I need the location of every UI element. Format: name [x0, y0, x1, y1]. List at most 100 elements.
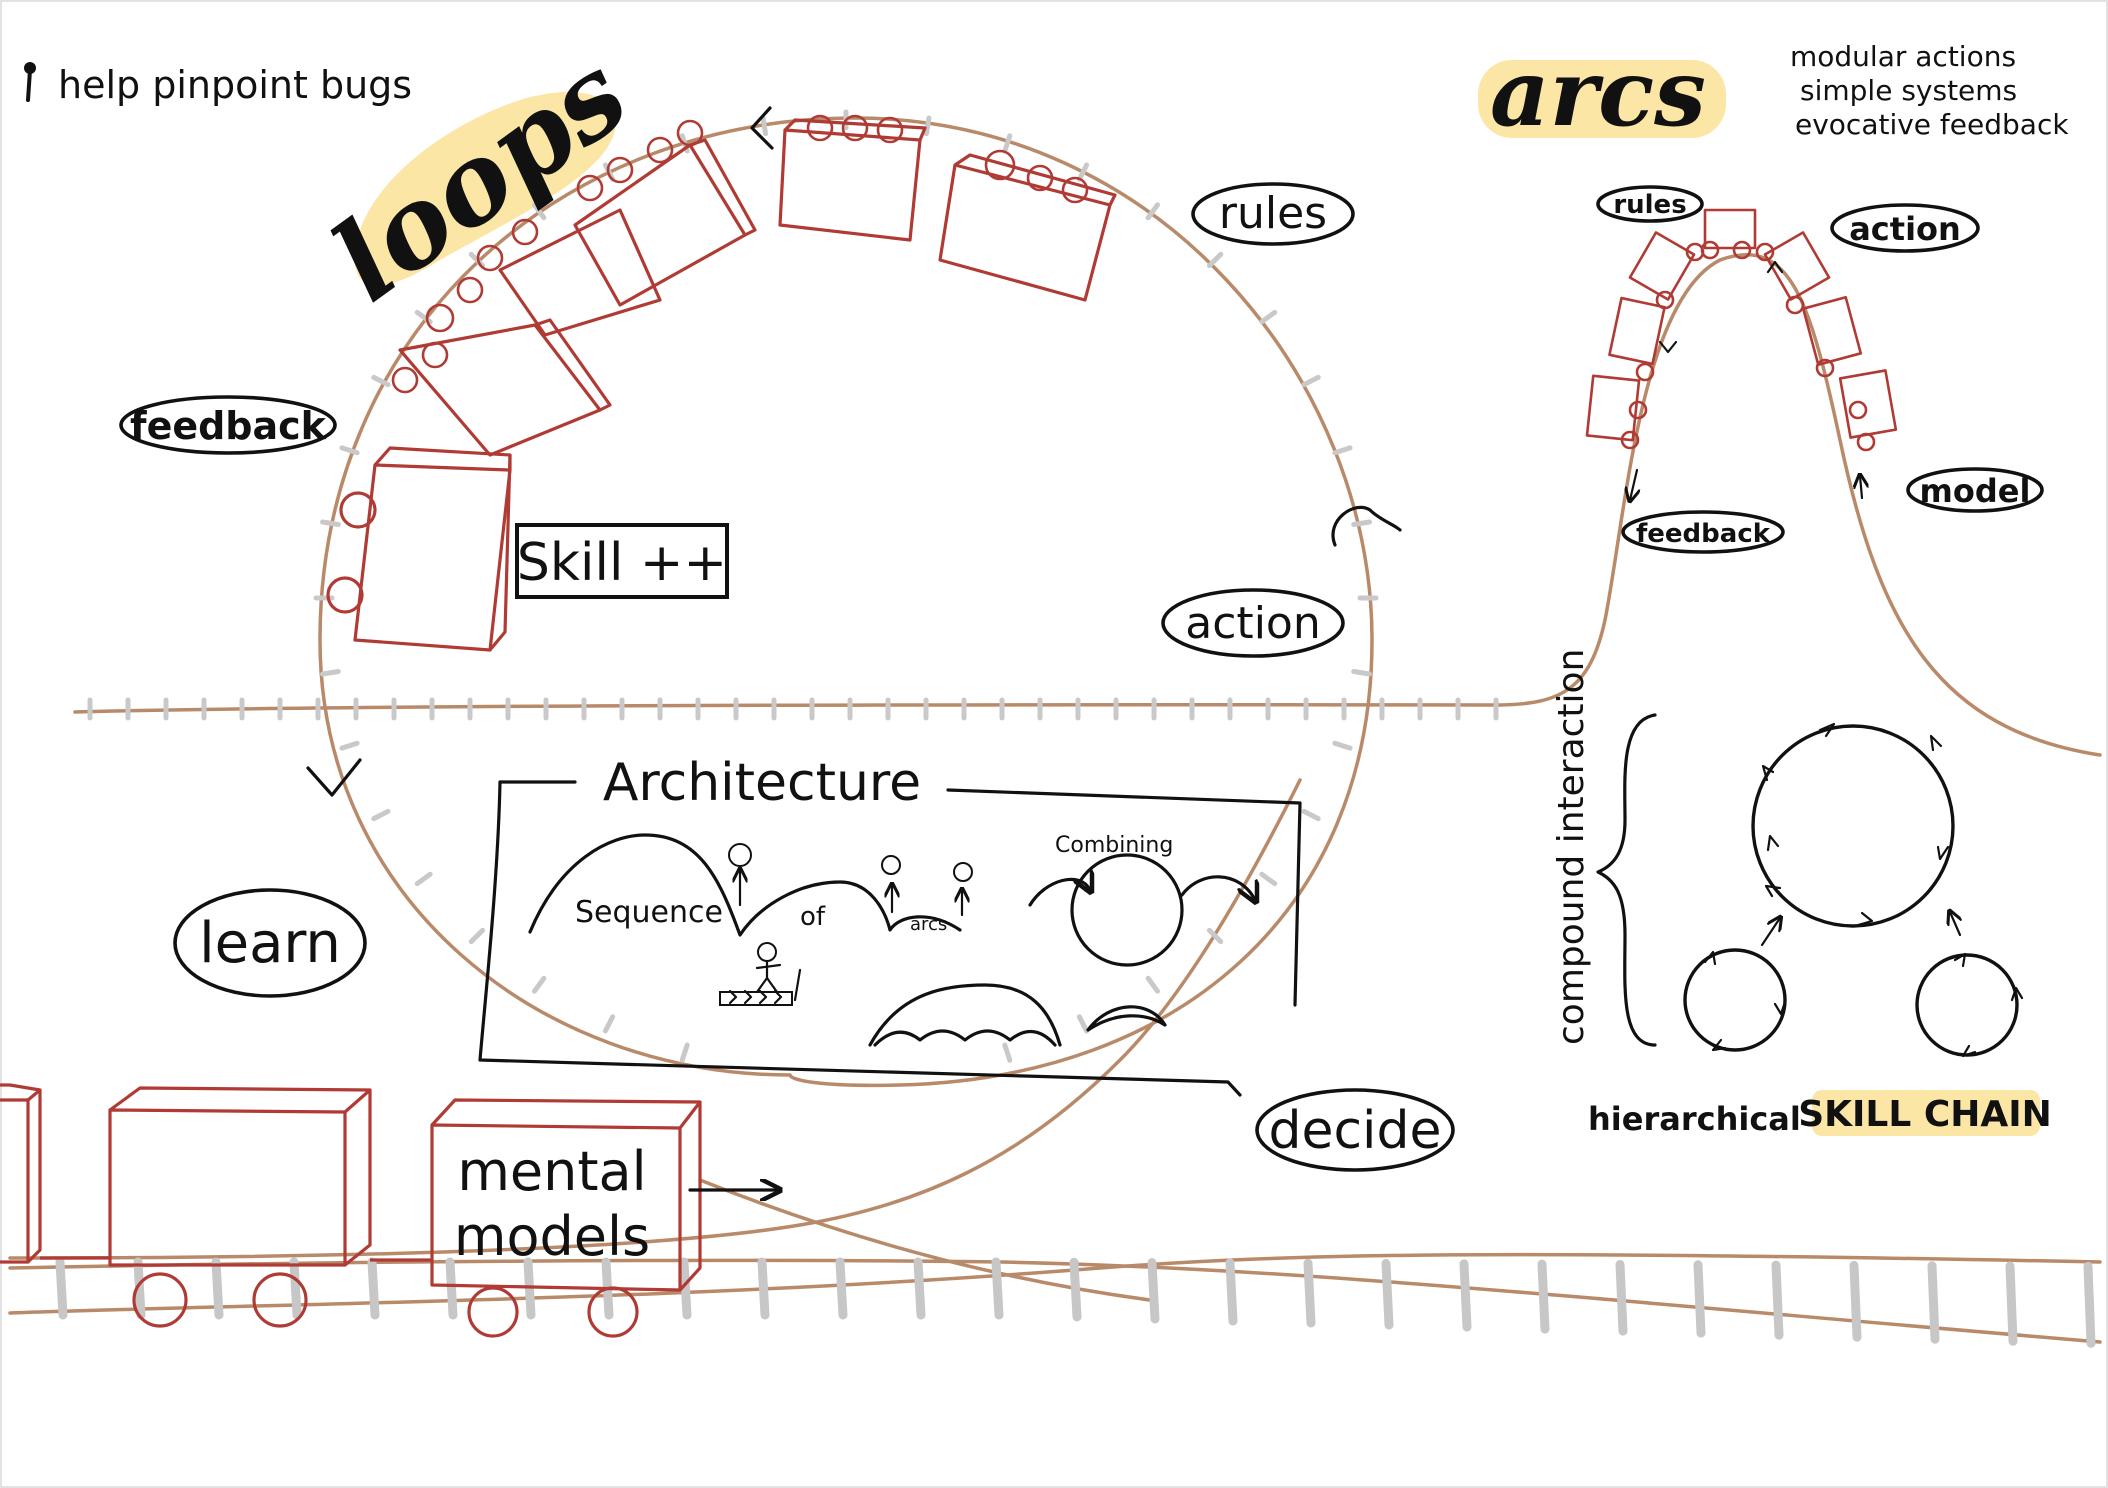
middle-track: [73, 253, 2102, 757]
label-learn: learn: [173, 888, 367, 998]
rail-tie: [923, 115, 932, 137]
rail-tie: [1145, 202, 1161, 221]
rail-tie: [1351, 669, 1372, 677]
arc-arrow-right-icon: [1766, 260, 1784, 274]
lower-rail-b: [8, 1258, 2102, 1344]
models-text: models: [454, 1205, 650, 1268]
svg-text:decide: decide: [1268, 1101, 1441, 1161]
rail-tie: [1615, 1259, 1628, 1336]
pin-icon: [24, 62, 36, 102]
rail-tie: [1351, 519, 1372, 527]
loop-train: [326, 114, 1117, 652]
rail-tie: [371, 374, 391, 388]
hierarchical-text: hierarchical: [1588, 1100, 1801, 1138]
arc-arrow-left-icon: [1658, 340, 1678, 354]
rail-tie: [1301, 808, 1321, 822]
rail-tie: [468, 927, 486, 945]
rail-tie: [339, 445, 360, 456]
smiley-icon: [728, 843, 973, 882]
rail-tie: [211, 1257, 224, 1320]
note-text: help pinpoint bugs: [58, 63, 412, 107]
rail-tie: [367, 1257, 380, 1320]
skill-chain-title: SKILL CHAIN: [1798, 1094, 2052, 1135]
rail-tie: [1076, 162, 1090, 182]
rail-tie: [760, 115, 769, 137]
rail-tie: [913, 1257, 926, 1320]
svg-text:action: action: [1849, 210, 1961, 248]
arcs-small-text: arcs: [910, 914, 947, 935]
rail-tie: [445, 1257, 458, 1320]
arcs-highlight: [1478, 60, 1726, 138]
middle-track-ties: [87, 697, 1499, 721]
rail-tie: [602, 1014, 616, 1034]
arc-label-model: model: [1906, 467, 2044, 513]
svg-text:rules: rules: [1219, 188, 1327, 239]
svg-text:action: action: [1185, 598, 1320, 649]
rail-tie: [1002, 1042, 1013, 1063]
svg-text:Skill ++: Skill ++: [517, 533, 727, 593]
label-feedback: feedback: [119, 395, 337, 455]
sequence-text: Sequence: [575, 895, 723, 930]
rail-tie: [1069, 1257, 1082, 1322]
rail-tie: [414, 871, 433, 887]
rail-tie: [339, 740, 360, 751]
arcs-note-2: simple systems: [1800, 74, 2017, 107]
rail-tie: [679, 1042, 690, 1063]
rail-tie: [289, 1257, 302, 1320]
svg-text:learn: learn: [199, 911, 341, 976]
rail-tie: [679, 1257, 692, 1320]
rail-tie: [320, 519, 341, 527]
rail-tie: [1259, 871, 1278, 887]
loop-arrow-right: [1331, 505, 1402, 547]
rail-tie: [835, 1257, 848, 1320]
stick-figure-icon: [719, 942, 802, 1006]
svg-text:rules: rules: [1613, 190, 1686, 220]
rail-tie: [1076, 1014, 1090, 1034]
label-decide: decide: [1255, 1088, 1455, 1172]
svg-text:feedback: feedback: [130, 404, 327, 448]
skill-chain-diagram: [1683, 722, 2024, 1058]
bottom-train: mental models: [0, 1083, 778, 1338]
label-action: action: [1161, 588, 1345, 658]
lower-rail-top: [8, 778, 1302, 1260]
lower-rail-ties: [55, 1257, 2096, 1348]
rail-tie: [1381, 1259, 1394, 1330]
rail-tie: [320, 669, 341, 677]
label-rules: rules: [1191, 182, 1355, 246]
rail-tie: [1332, 740, 1353, 751]
rail-tie: [1206, 251, 1224, 269]
rail-tie: [757, 1257, 770, 1320]
rail-tie: [1147, 1258, 1160, 1324]
rail-tie: [531, 975, 547, 994]
rail-tie: [991, 1257, 1004, 1320]
rail-tie: [1332, 445, 1353, 456]
rail-tie: [371, 808, 391, 822]
rail-tie: [2005, 1261, 2018, 1346]
arc-model-arrow: [1860, 476, 1862, 500]
brace-icon: [1596, 713, 1657, 1047]
rail-tie: [133, 1257, 146, 1320]
arcs-heading: arcs: [1490, 39, 1706, 147]
rail-tie: [1259, 309, 1278, 325]
rail-tie: [1771, 1260, 1784, 1340]
svg-text:feedback: feedback: [1636, 519, 1771, 549]
rail-tie: [1301, 374, 1321, 388]
rail-tie: [1002, 133, 1013, 154]
arc-label-action: action: [1830, 203, 1980, 253]
rail-tie: [1849, 1260, 1862, 1342]
combining-text: Combining: [1055, 833, 1173, 858]
arc-label-feedback: feedback: [1621, 510, 1785, 554]
rail-tie: [1537, 1259, 1550, 1334]
arcs-note-3: evocative feedback: [1795, 108, 2069, 141]
svg-text:model: model: [1920, 472, 2031, 510]
mental-text: mental: [457, 1140, 646, 1203]
rail-tie: [2083, 1261, 2096, 1348]
arcs-note-1: modular actions: [1790, 40, 2016, 73]
rail-tie: [1303, 1258, 1316, 1328]
rail-tie: [531, 202, 547, 221]
rail-tie: [1459, 1259, 1472, 1332]
rail-tie: [1693, 1260, 1706, 1338]
rail-tie: [55, 1257, 68, 1320]
